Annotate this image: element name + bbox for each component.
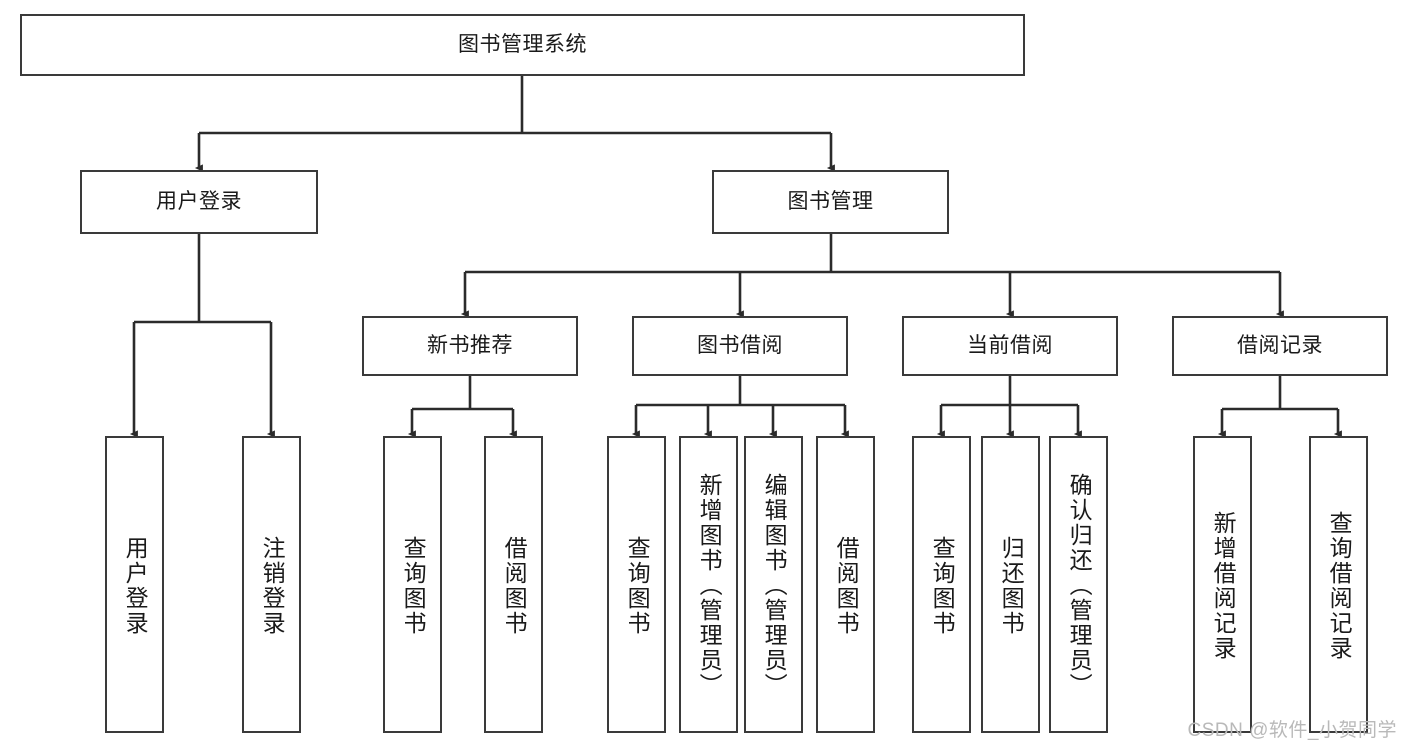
node-new-book-recommend[interactable]: 新书推荐: [362, 316, 578, 376]
node-label: 查询图书: [400, 535, 427, 636]
node-label: 用户登录: [156, 190, 242, 214]
node-label: 借阅记录: [1237, 334, 1323, 358]
node-label: 新增图书（管理员）: [696, 473, 723, 698]
node-leaf-user-login-login[interactable]: 用户登录: [105, 436, 164, 733]
node-leaf-borrow-record-add[interactable]: 新增借阅记录: [1193, 436, 1252, 733]
node-leaf-book-borrow-add[interactable]: 新增图书（管理员）: [679, 436, 738, 733]
node-label: 图书借阅: [697, 334, 783, 358]
node-leaf-new-book-query[interactable]: 查询图书: [383, 436, 442, 733]
node-user-login[interactable]: 用户登录: [80, 170, 318, 234]
node-label: 图书管理系统: [458, 33, 587, 57]
node-label: 借阅图书: [501, 535, 528, 636]
node-leaf-current-borrow-return[interactable]: 归还图书: [981, 436, 1040, 733]
node-current-borrow[interactable]: 当前借阅: [902, 316, 1118, 376]
node-borrow-record[interactable]: 借阅记录: [1172, 316, 1388, 376]
node-leaf-borrow-record-query[interactable]: 查询借阅记录: [1309, 436, 1368, 733]
node-label: 查询图书: [929, 535, 956, 636]
node-label: 确认归还（管理员）: [1066, 473, 1093, 698]
node-label: 查询借阅记录: [1326, 510, 1353, 661]
node-label: 借阅图书: [833, 535, 860, 636]
node-leaf-current-borrow-query[interactable]: 查询图书: [912, 436, 971, 733]
node-label: 新书推荐: [427, 334, 513, 358]
node-label: 当前借阅: [967, 334, 1053, 358]
node-label: 归还图书: [998, 535, 1025, 636]
csdn-watermark: CSDN @软件_小贺同学: [1187, 720, 1397, 741]
node-book-borrow[interactable]: 图书借阅: [632, 316, 848, 376]
node-leaf-user-login-logout[interactable]: 注销登录: [242, 436, 301, 733]
node-label: 用户登录: [122, 535, 149, 636]
node-leaf-new-book-borrow[interactable]: 借阅图书: [484, 436, 543, 733]
node-label: 图书管理: [787, 190, 874, 214]
node-label: 编辑图书（管理员）: [761, 473, 788, 698]
node-leaf-current-borrow-confirm-return[interactable]: 确认归还（管理员）: [1049, 436, 1108, 733]
node-book-management[interactable]: 图书管理: [712, 170, 949, 234]
node-leaf-book-borrow-borrow[interactable]: 借阅图书: [816, 436, 875, 733]
node-leaf-book-borrow-edit[interactable]: 编辑图书（管理员）: [744, 436, 803, 733]
node-leaf-book-borrow-query[interactable]: 查询图书: [607, 436, 666, 733]
node-root-book-management-system[interactable]: 图书管理系统: [20, 14, 1025, 76]
node-label: 注销登录: [259, 535, 286, 636]
node-label: 新增借阅记录: [1210, 510, 1237, 661]
node-label: 查询图书: [624, 535, 651, 636]
